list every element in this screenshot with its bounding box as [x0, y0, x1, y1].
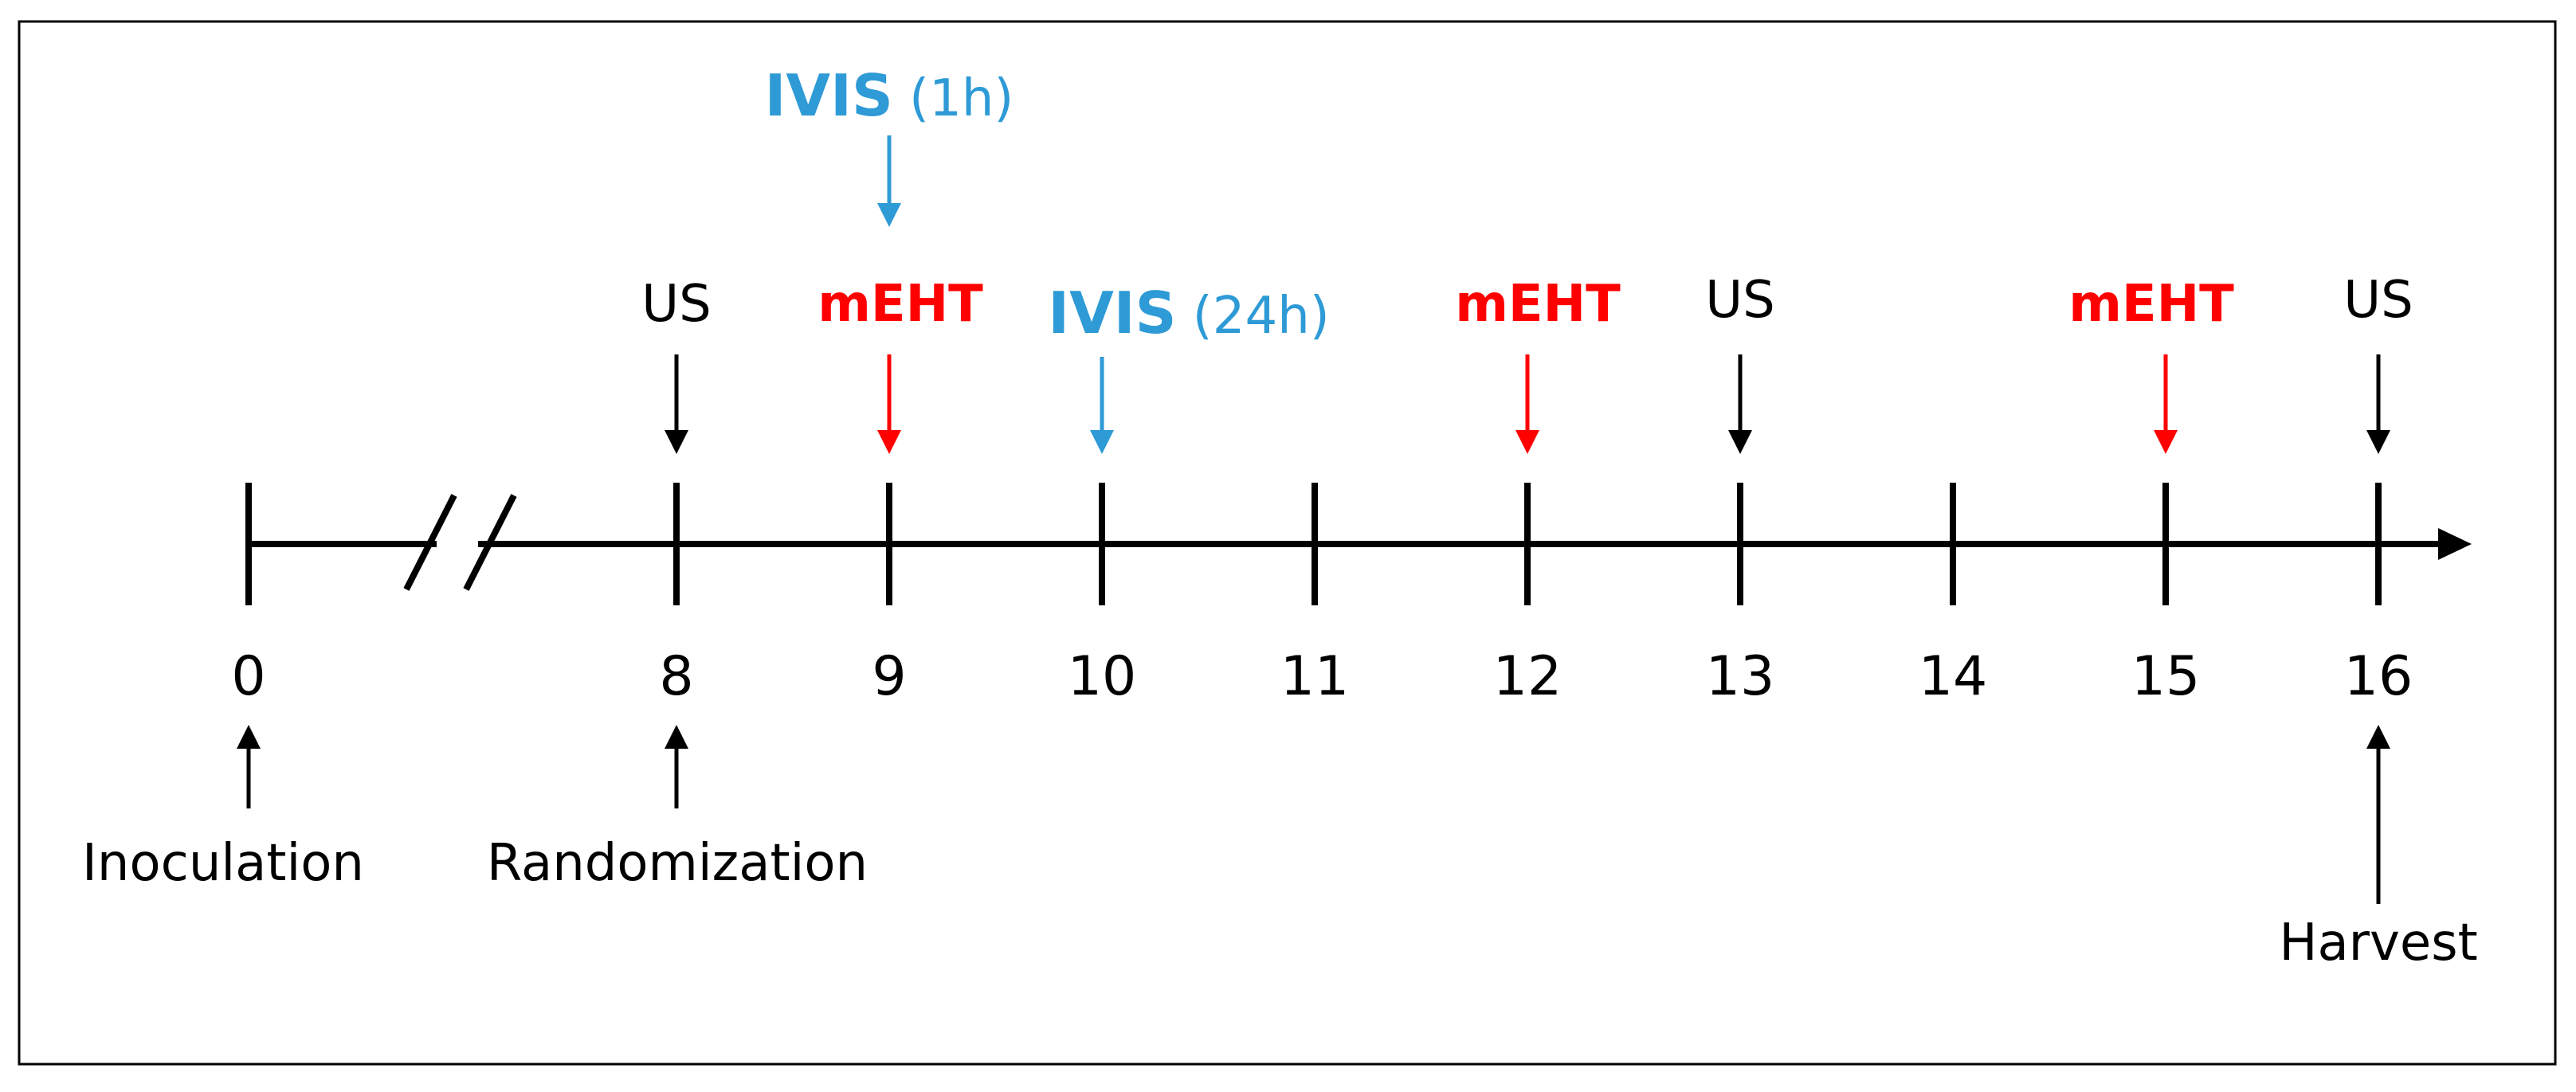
tick-labels: 0 8 9 10 11 12 13 14 15 16 [231, 645, 2413, 708]
tick-label: 13 [1706, 645, 1775, 708]
tick-marks [245, 483, 2382, 605]
axis-arrowhead [2438, 528, 2472, 560]
diagram-frame [18, 20, 2557, 1066]
tick-label: 12 [1493, 645, 1562, 708]
axis-break-mark [463, 494, 517, 591]
ivis-1h-main: IVIS [765, 62, 893, 129]
ivis-1h-sub: (1h) [893, 69, 1014, 128]
randomization-label: Randomization [487, 834, 868, 893]
tick-label: 9 [872, 645, 906, 708]
tick-label: 0 [231, 645, 265, 708]
ivis-24h-label: IVIS (24h) [1048, 280, 1329, 346]
us-day16-label: US [2343, 271, 2413, 330]
ivis-24h-sub: (24h) [1176, 287, 1329, 346]
inoculation-label: Inoculation [82, 834, 364, 893]
harvest-label: Harvest [2279, 914, 2477, 973]
meht-day15-label: mEHT [2068, 275, 2234, 334]
tick-label: 11 [1280, 645, 1350, 708]
tick-label: 16 [2344, 645, 2413, 708]
tick-label: 10 [1068, 645, 1137, 708]
us-day8-label: US [641, 275, 711, 334]
tick-label: 15 [2131, 645, 2201, 708]
ivis-24h-main: IVIS [1048, 280, 1176, 346]
tick-label: 14 [1919, 645, 1988, 708]
axis-break-mark [403, 494, 457, 591]
tick-label: 8 [659, 645, 693, 708]
us-day13-label: US [1705, 271, 1774, 330]
meht-day12-label: mEHT [1455, 275, 1621, 334]
ivis-1h-label: IVIS (1h) [765, 62, 1014, 129]
meht-day9-label: mEHT [817, 275, 983, 334]
